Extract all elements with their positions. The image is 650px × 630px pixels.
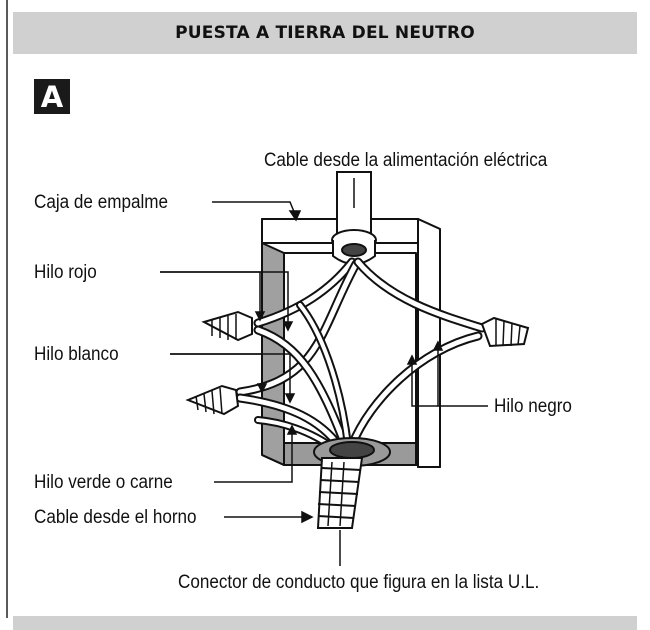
wire-nut-left-lower: [185, 384, 240, 416]
label-red-wire: Hilo rojo: [34, 262, 97, 283]
header-bar: PUESTA A TIERRA DEL NEUTRO: [13, 12, 637, 54]
page-title: PUESTA A TIERRA DEL NEUTRO: [175, 23, 475, 43]
label-conduit-connector: Conector de conducto que figura en la li…: [178, 572, 540, 593]
label-green-wire: Hilo verde o carne: [34, 472, 173, 493]
left-margin-rule: [6, 0, 8, 618]
label-supply-cable: Cable desde la alimentación eléctrica: [264, 150, 548, 171]
label-white-wire: Hilo blanco: [34, 344, 119, 365]
label-black-wire: Hilo negro: [494, 396, 572, 417]
wire-nut-right: [480, 316, 530, 348]
label-oven-cable: Cable desde el horno: [34, 507, 197, 528]
label-junction-box: Caja de empalme: [34, 192, 169, 213]
wire-nut-left-upper: [201, 310, 253, 342]
oven-flex-cable: [316, 457, 364, 529]
leader-lines: [160, 178, 488, 566]
footer-bar: [13, 616, 637, 630]
figure-badge: A: [34, 79, 70, 114]
box-right-side: [417, 218, 441, 468]
